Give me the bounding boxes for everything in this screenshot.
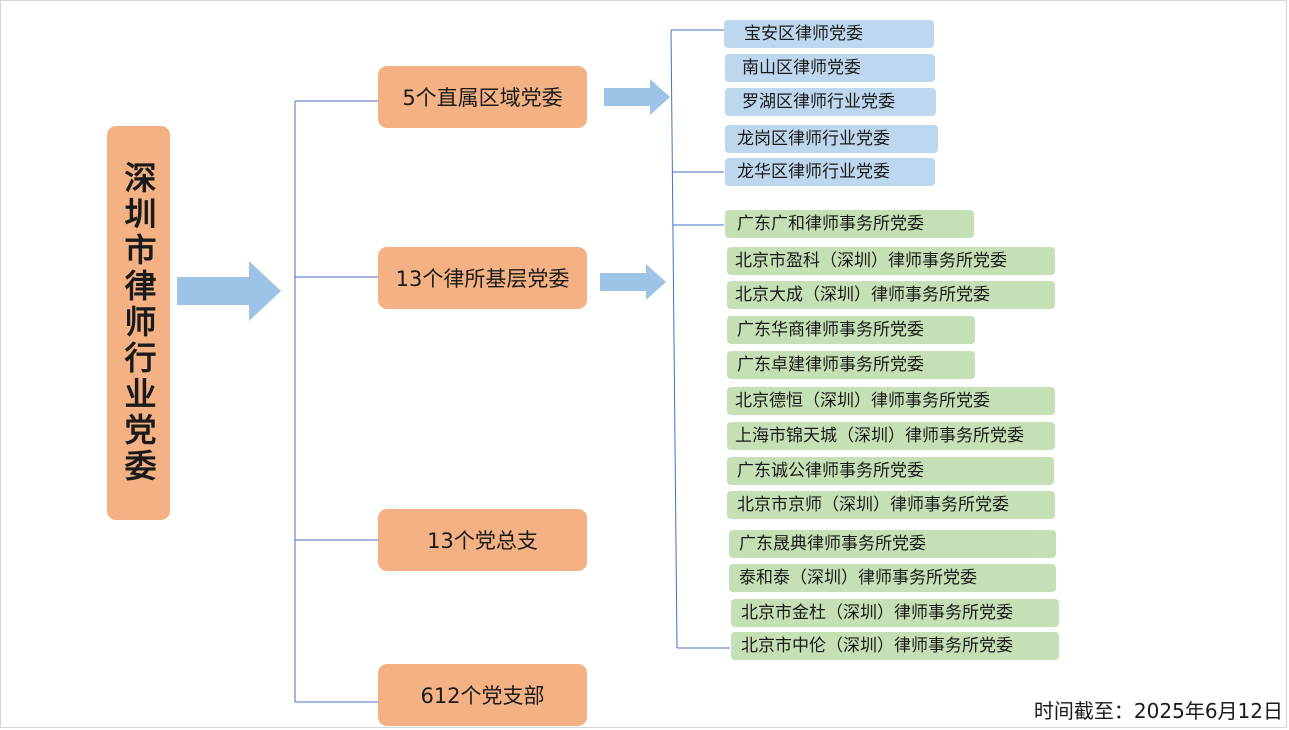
firm-committees-box: 13个律所基层党委 (378, 247, 587, 309)
firm-committee-label: 北京市盈科（深圳）律师事务所党委 (735, 251, 1007, 271)
root-committee-label: 深圳市律师行业党委 (119, 161, 158, 485)
firm-committee-item: 广东华商律师事务所党委 (727, 316, 975, 344)
district-committee-label: 罗湖区律师行业党委 (742, 92, 895, 112)
root-arrow-icon (177, 261, 281, 321)
firm-committee-label: 北京市京师（深圳）律师事务所党委 (737, 495, 1009, 515)
firm-committee-label: 广东华商律师事务所党委 (737, 320, 924, 340)
firm-committee-item: 北京市盈科（深圳）律师事务所党委 (727, 247, 1055, 275)
trunk-line-right (670, 29, 678, 649)
district-arrow-icon (604, 79, 670, 115)
firm-committee-label: 上海市锦天城（深圳）律师事务所党委 (735, 426, 1024, 446)
firm-committee-item: 北京市金杜（深圳）律师事务所党委 (731, 599, 1059, 627)
firm-committee-label: 北京大成（深圳）律师事务所党委 (735, 285, 990, 305)
firm-committee-item: 北京市京师（深圳）律师事务所党委 (727, 491, 1055, 519)
firm-committee-item: 北京德恒（深圳）律师事务所党委 (727, 387, 1055, 415)
district-committee-label: 龙华区律师行业党委 (737, 162, 890, 182)
general-branches-box: 13个党总支 (378, 509, 587, 571)
firm-committee-item: 北京市中伦（深圳）律师事务所党委 (731, 632, 1059, 660)
general-branches-label: 13个党总支 (427, 529, 538, 553)
district-committee-item: 宝安区律师党委 (724, 20, 934, 48)
district-committee-item: 罗湖区律师行业党委 (725, 88, 936, 116)
firm-committee-item: 广东诚公律师事务所党委 (727, 457, 1054, 485)
district-committees-label: 5个直属区域党委 (402, 86, 563, 110)
district-committees-box: 5个直属区域党委 (378, 66, 587, 128)
firm-committee-item: 北京大成（深圳）律师事务所党委 (727, 281, 1055, 309)
firm-arrow-icon (600, 264, 666, 300)
firm-committee-label: 广东诚公律师事务所党委 (737, 461, 924, 481)
firm-committee-label: 广东广和律师事务所党委 (737, 214, 924, 234)
firm-committee-label: 广东晟典律师事务所党委 (739, 534, 926, 554)
district-committee-item: 龙华区律师行业党委 (725, 158, 935, 186)
district-committee-label: 龙岗区律师行业党委 (737, 129, 890, 149)
branches-label: 612个党支部 (420, 684, 545, 708)
firm-committee-item: 上海市锦天城（深圳）律师事务所党委 (727, 422, 1055, 450)
firm-committees-label: 13个律所基层党委 (395, 267, 570, 291)
branches-box: 612个党支部 (378, 664, 587, 726)
firm-committee-label: 北京市金杜（深圳）律师事务所党委 (741, 603, 1013, 623)
district-committee-item: 龙岗区律师行业党委 (725, 125, 938, 153)
district-committee-item: 南山区律师党委 (725, 54, 935, 82)
firm-committee-label: 北京市中伦（深圳）律师事务所党委 (741, 636, 1013, 656)
firm-committee-label: 泰和泰（深圳）律师事务所党委 (739, 568, 977, 588)
date-note: 时间截至：2025年6月12日 (1033, 699, 1283, 723)
firm-committee-label: 北京德恒（深圳）律师事务所党委 (735, 391, 990, 411)
firm-committee-item: 广东晟典律师事务所党委 (729, 530, 1056, 558)
firm-committee-label: 广东卓建律师事务所党委 (737, 355, 924, 375)
firm-committee-item: 广东广和律师事务所党委 (725, 210, 974, 238)
root-committee-box: 深圳市律师行业党委 (107, 126, 170, 520)
district-committee-label: 南山区律师党委 (742, 58, 861, 78)
district-committee-label: 宝安区律师党委 (744, 24, 863, 44)
firm-committee-item: 广东卓建律师事务所党委 (727, 351, 975, 379)
firm-committee-item: 泰和泰（深圳）律师事务所党委 (729, 564, 1056, 592)
